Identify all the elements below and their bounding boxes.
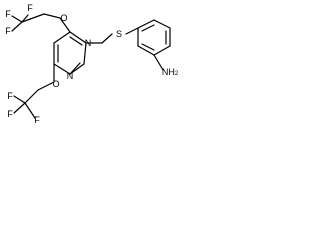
bond-f2-cf3top — [11, 21, 23, 32]
bond-f5-cf3bottom — [13, 102, 26, 114]
atom-o-bottom: O — [52, 79, 59, 89]
bond-ar-nh2 — [153, 54, 164, 71]
atom-f2: F — [5, 26, 11, 36]
bond-ch2-s — [101, 33, 113, 44]
atom-nh2-main: NH — [162, 67, 175, 77]
bond-c5-c4 — [53, 31, 71, 44]
bond-f4-cf3bottom — [13, 95, 26, 104]
bonds — [11, 13, 171, 119]
atom-nh2: NH2 — [162, 67, 179, 77]
bond-ar4-ar5 — [153, 45, 171, 56]
bond-ar2-ar3 — [153, 19, 171, 29]
atom-nh2-subscript: 2 — [175, 71, 179, 77]
bond-ch2bottom-cf3bottom — [24, 89, 39, 104]
bond-s-ar — [125, 27, 139, 35]
bond-n3-c2 — [83, 42, 87, 65]
bond-ch2top-otop — [43, 13, 61, 19]
bond-otop-c4 — [59, 17, 71, 33]
atom-s: S — [116, 29, 122, 39]
bond-f1-cf3top — [11, 15, 23, 23]
bond-c4-n3 — [69, 31, 87, 44]
bond-ar1-ar2-double — [141, 24, 155, 32]
chemical-structure-diagram: F F F O N N O F F F S NH2 — [5, 3, 179, 125]
bond-c4-n3-double — [69, 36, 83, 46]
bond-ar5-ar6-double — [141, 43, 155, 51]
atom-labels: F F F O N N O F F F S NH2 — [5, 3, 179, 125]
bond-ar5-ar6 — [137, 45, 155, 56]
atom-f6: F — [34, 115, 40, 125]
atom-f3: F — [27, 3, 33, 13]
atom-n-top: N — [85, 38, 92, 48]
bond-cf3top-ch2top — [21, 13, 45, 23]
atom-n-bottom: N — [67, 71, 74, 81]
bond-n1-c6 — [53, 63, 71, 75]
atom-f4: F — [7, 91, 13, 101]
atom-o-top: O — [60, 13, 67, 23]
bond-ar1-ar2 — [137, 19, 155, 29]
atom-f5: F — [7, 109, 13, 119]
bond-f3-cf3top — [21, 14, 29, 23]
bond-obottom-ch2bottom — [37, 81, 55, 91]
bond-f6-cf3bottom — [24, 102, 36, 119]
bond-c2-n1 — [69, 63, 85, 75]
atom-f1: F — [5, 9, 11, 19]
